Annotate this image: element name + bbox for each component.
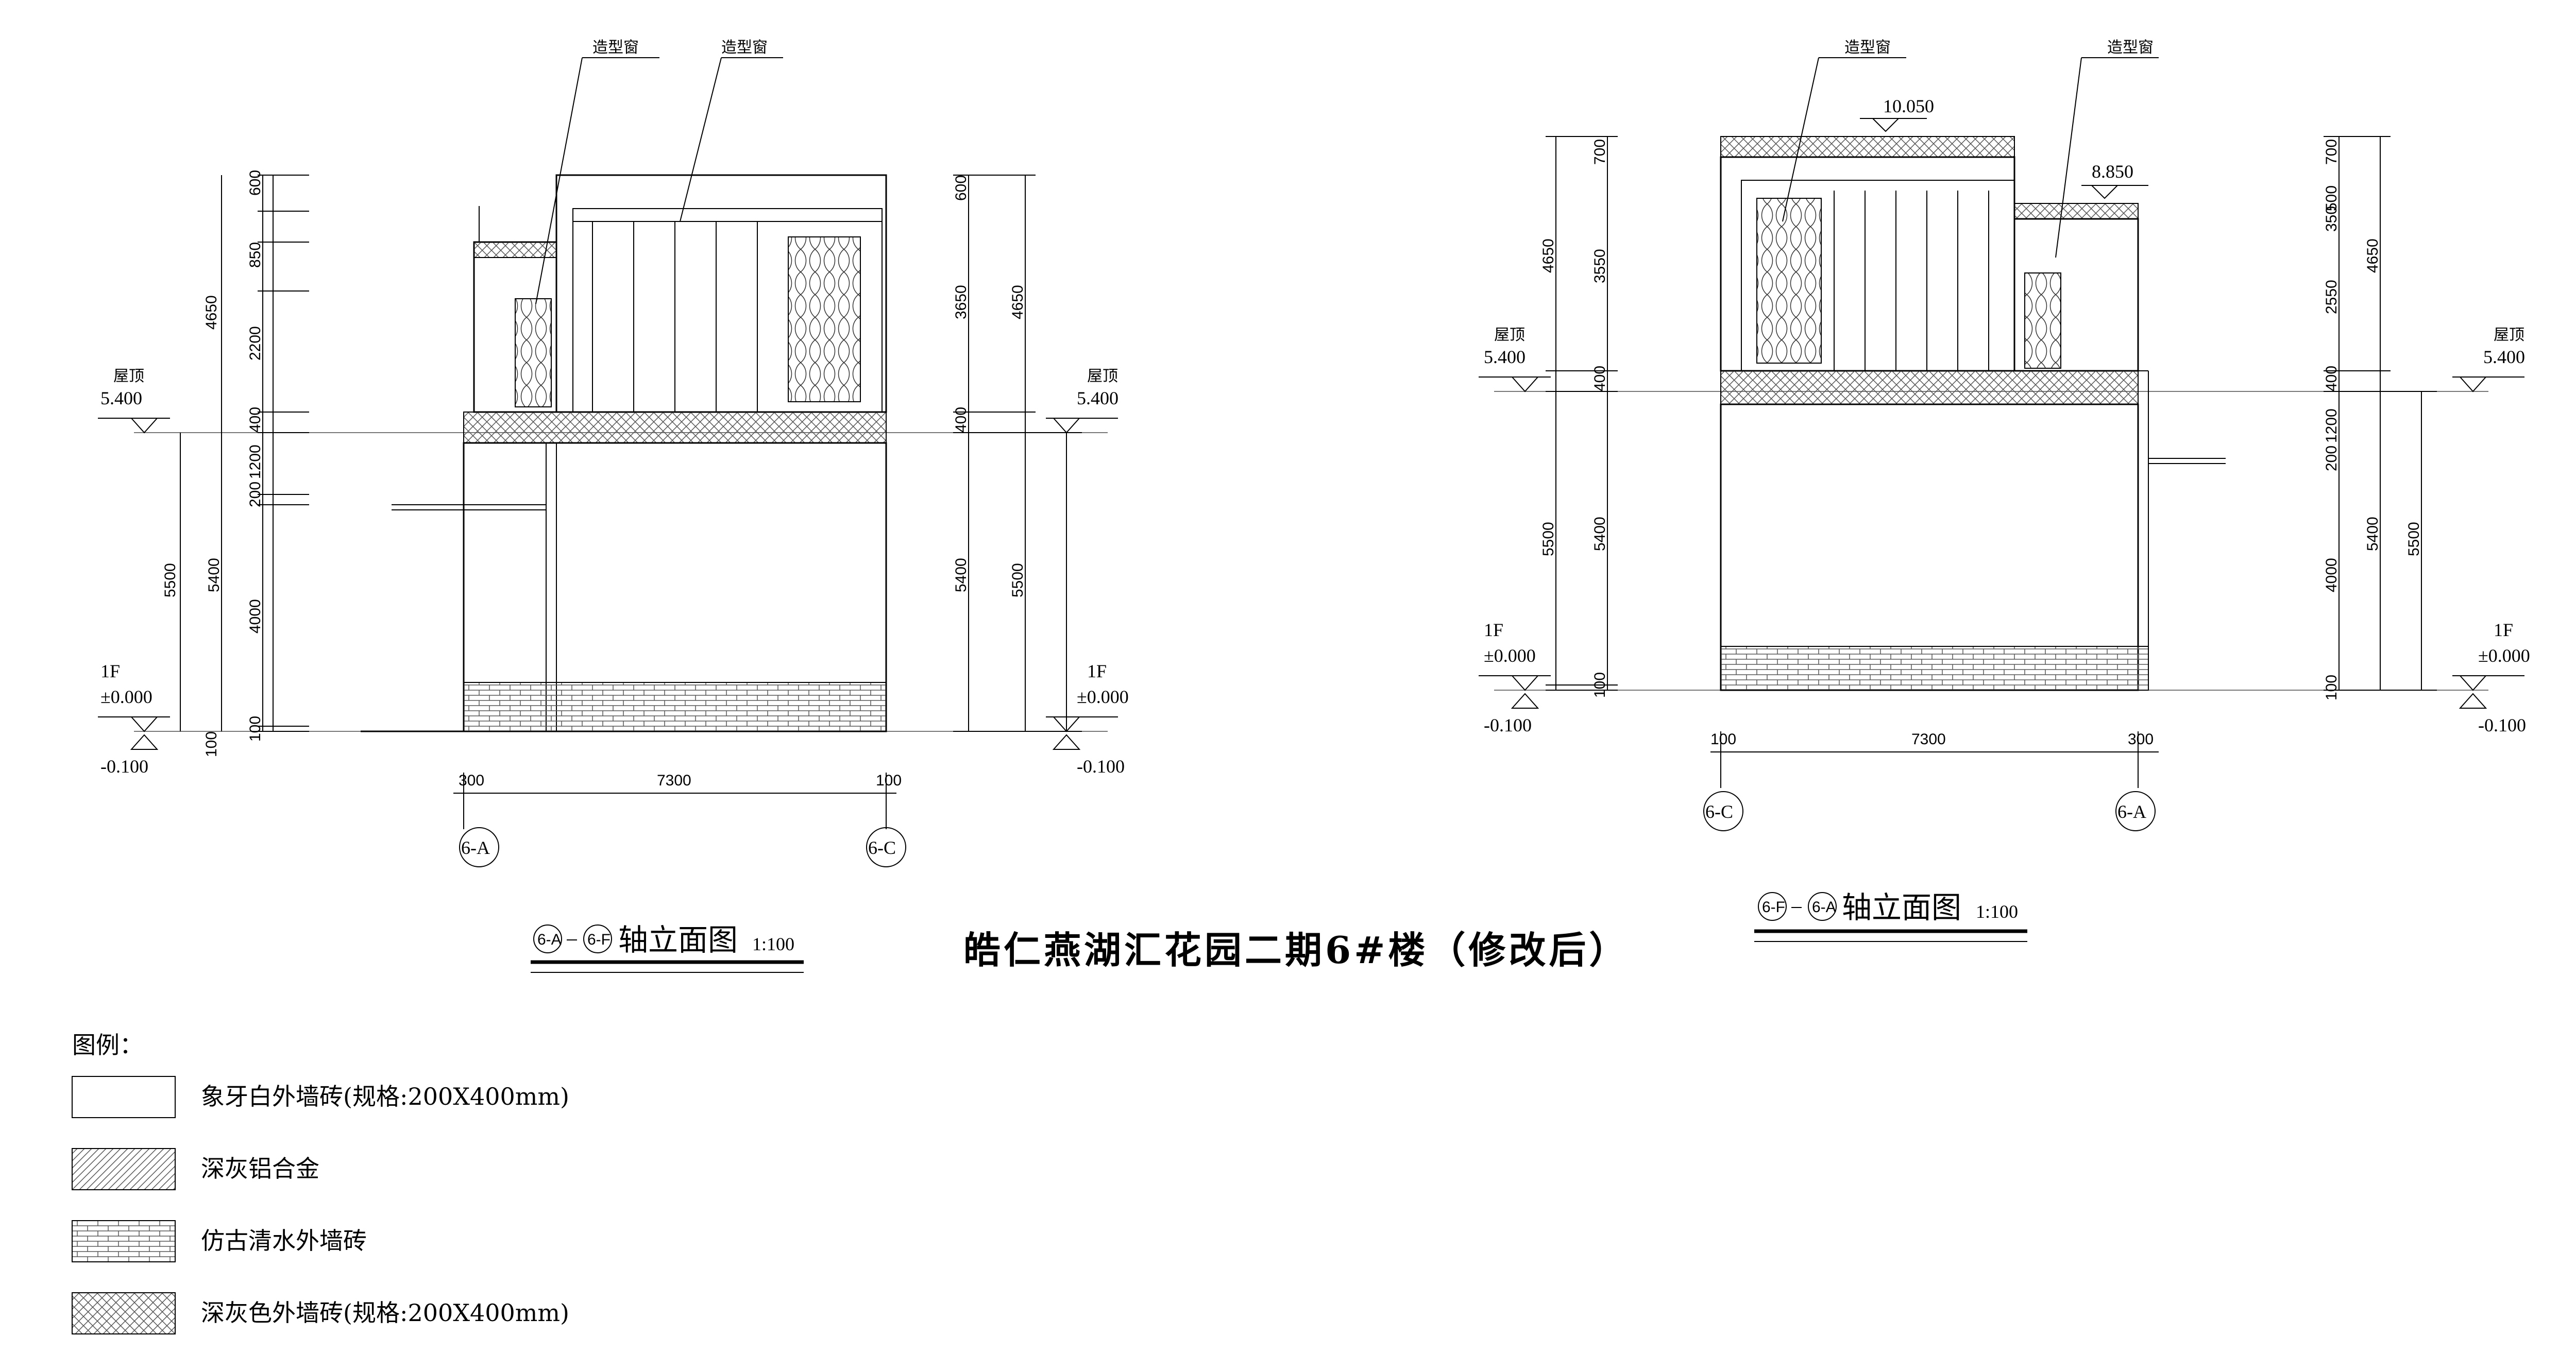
dim-bottom-300-l: 300 <box>459 772 484 789</box>
view-title-left-end: 6-F <box>587 931 611 948</box>
dim-bottom-7300-l: 7300 <box>657 772 691 789</box>
level-1f-label-l: 1F <box>100 661 120 681</box>
dim-r-right-5400: 5400 <box>2364 517 2381 551</box>
legend-label-4: 深灰色外墙砖(规格:200X400mm) <box>201 1299 569 1327</box>
axis-bubble-l2: 6-C <box>868 837 896 858</box>
dim-r-bottom-100: 100 <box>1710 731 1736 748</box>
level-1f-elev-l: ±0.000 <box>100 687 152 707</box>
dim-left-100b: 100 <box>247 716 264 742</box>
legend-label-1: 象牙白外墙砖(规格:200X400mm) <box>201 1083 569 1110</box>
dim-left-5500: 5500 <box>162 563 179 597</box>
view-title-left-scale: 1:100 <box>752 934 794 954</box>
dim-r-right-100: 100 <box>2323 675 2340 700</box>
dim-left-4650: 4650 <box>203 295 220 330</box>
view-title-right-end: 6-A <box>1812 899 1836 916</box>
elev-mid-r: 8.850 <box>2092 161 2133 182</box>
lattice-window-small <box>515 298 552 407</box>
dim-right-5400: 5400 <box>953 558 970 592</box>
r-level-1f-label-l: 1F <box>1484 620 1503 640</box>
view-title-right-scale: 1:100 <box>1976 901 2018 922</box>
dim-right-600: 600 <box>953 175 970 201</box>
r-level-roof-label-r: 屋顶 <box>2494 327 2524 344</box>
lattice-window-r <box>1756 198 1822 364</box>
level-roof-label-r: 屋顶 <box>1087 368 1118 385</box>
dim-r-left-700: 700 <box>1591 139 1608 165</box>
lattice-window <box>788 236 861 402</box>
axis-bubble-r1: 6-C <box>1705 801 1733 822</box>
dim-r-right-700: 700 <box>2323 139 2340 165</box>
dim-left-1200: 1200 <box>247 444 264 479</box>
dim-r-right-400: 400 <box>2323 366 2340 391</box>
r-level-roof-elev-l: 5.400 <box>1484 347 1526 367</box>
dim-right-4650: 4650 <box>1009 285 1026 319</box>
level-ground-elev-r: -0.100 <box>1077 756 1125 777</box>
dim-r-right-4650: 4650 <box>2364 238 2381 273</box>
dim-r-right-5500: 5500 <box>2405 522 2422 556</box>
legend-swatch-diagonal <box>72 1148 176 1190</box>
view-title-right: 6-F 6-A 轴立面图 1:100 <box>1754 890 2027 942</box>
callout-left-1: 造型窗 <box>592 39 639 56</box>
level-roof-label-l: 屋顶 <box>113 368 144 385</box>
left-elevation: 造型窗 造型窗 4650 5500 100 600 850 2200 400 1… <box>98 39 1129 973</box>
legend: 图例： 象牙白外墙砖(规格:200X400mm) 深灰铝合金 仿古清水外墙砖 深… <box>72 1031 569 1334</box>
dim-left-850: 850 <box>247 242 264 268</box>
dim-left-2200: 2200 <box>247 326 264 361</box>
dim-r-bottom-7300: 7300 <box>1911 731 1946 748</box>
dim-r-left-4650: 4650 <box>1540 238 1557 273</box>
dim-r-right-2550: 2550 <box>2323 280 2340 314</box>
level-1f-elev-r: ±0.000 <box>1077 687 1129 707</box>
view-title-left-start: 6-A <box>537 931 562 948</box>
legend-swatch-brick <box>72 1220 176 1262</box>
dim-r-right-4000: 4000 <box>2323 558 2340 592</box>
dim-left-400: 400 <box>247 407 264 433</box>
view-title-right-name: 轴立面图 <box>1842 890 1961 925</box>
elev-top-r: 10.050 <box>1883 96 1934 116</box>
level-ground-elev-l: -0.100 <box>100 756 148 777</box>
dim-left-100: 100 <box>203 731 220 757</box>
legend-label-3: 仿古清水外墙砖 <box>201 1227 367 1255</box>
dim-bottom-100-l: 100 <box>876 772 902 789</box>
dim-r-right-350: 350 <box>2323 206 2340 232</box>
r-level-roof-elev-r: 5.400 <box>2483 347 2525 367</box>
dim-r-left-3550: 3550 <box>1591 249 1608 283</box>
r-level-ground-elev-r: -0.100 <box>2478 715 2526 735</box>
axis-bubble-l1: 6-A <box>461 837 490 858</box>
lattice-window-small-r <box>2024 272 2061 369</box>
level-1f-label-r: 1F <box>1087 661 1107 681</box>
dim-r-left-5500: 5500 <box>1540 522 1557 556</box>
r-level-roof-label-l: 屋顶 <box>1494 327 1525 344</box>
r-level-1f-label-r: 1F <box>2494 620 2513 640</box>
r-level-ground-elev-l: -0.100 <box>1484 715 1532 735</box>
legend-title: 图例： <box>72 1031 143 1059</box>
view-title-left-name: 轴立面图 <box>618 922 738 957</box>
callout-right-1: 造型窗 <box>1844 39 1891 56</box>
level-roof-elev-r: 5.400 <box>1077 388 1118 408</box>
dim-left-4000: 4000 <box>247 599 264 633</box>
legend-swatch-crosshatch <box>72 1292 176 1334</box>
dim-left-600: 600 <box>247 170 264 196</box>
right-elevation: 造型窗 造型窗 10.050 8.850 4650 5500 700 3550 … <box>1479 39 2530 942</box>
dim-r-right-200: 200 <box>2323 446 2340 471</box>
axis-bubble-r2: 6-A <box>2117 801 2146 822</box>
r-level-1f-elev-l: ±0.000 <box>1484 645 1536 666</box>
dim-r-left-5400: 5400 <box>1591 517 1608 551</box>
dim-right-5500: 5500 <box>1009 563 1026 597</box>
level-roof-elev-l: 5.400 <box>100 388 142 408</box>
dim-right-400: 400 <box>953 407 970 433</box>
legend-swatch-blank <box>72 1076 176 1118</box>
dim-right-3650: 3650 <box>953 285 970 319</box>
dim-left-5400: 5400 <box>206 558 223 592</box>
legend-label-2: 深灰铝合金 <box>201 1155 319 1183</box>
view-title-right-start: 6-F <box>1762 899 1785 916</box>
dim-r-left-400: 400 <box>1591 366 1608 391</box>
view-title-left: 6-A 6-F 轴立面图 1:100 <box>531 922 804 973</box>
callout-left-2: 造型窗 <box>721 39 768 56</box>
callout-right-2: 造型窗 <box>2107 39 2154 56</box>
dim-r-right-1200: 1200 <box>2323 408 2340 443</box>
dim-r-right-500: 500 <box>2323 185 2340 211</box>
drawing-title: 皓仁燕湖汇花园二期6#楼（修改后） <box>963 928 1629 972</box>
r-level-1f-elev-r: ±0.000 <box>2478 645 2530 666</box>
dim-r-bottom-300: 300 <box>2128 731 2154 748</box>
